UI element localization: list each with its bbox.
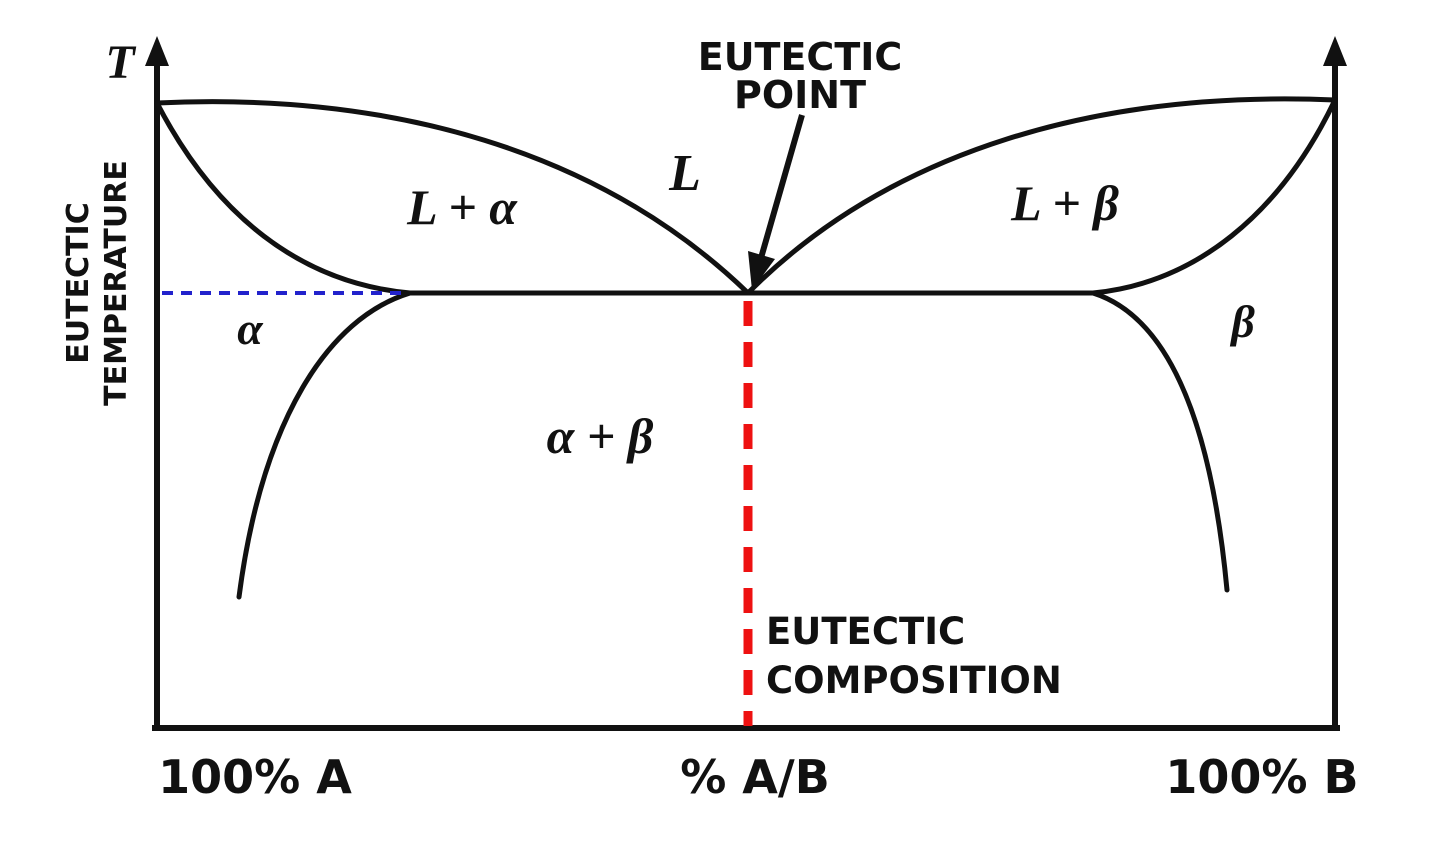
- right-liquidus-curve: [745, 96, 1338, 296]
- eutectic-composition-label-line2: COMPOSITION: [766, 659, 1062, 702]
- right-solidus-curve: [1090, 97, 1338, 296]
- x-axis-label-right: 100% B: [1165, 750, 1358, 804]
- region-label-liquid-alpha: L + α: [406, 179, 518, 235]
- region-label-alpha-beta: α + β: [547, 408, 654, 464]
- eutectic-point-label-line2: POINT: [734, 73, 866, 117]
- x-axis-label-center: % A/B: [680, 750, 830, 804]
- right-solvus-curve: [1090, 290, 1230, 593]
- eutectic-point-arrow: [758, 114, 805, 259]
- region-label-alpha: α: [237, 303, 264, 354]
- x-axis-label-left: 100% A: [158, 750, 352, 804]
- eutectic-temperature-label-line2: TEMPERATURE: [99, 160, 134, 406]
- eutectic-composition-label-line1: EUTECTIC: [766, 610, 965, 653]
- left-solvus-curve: [236, 290, 413, 600]
- temperature-axis-arrow-icon: [145, 36, 169, 66]
- region-label-beta: β: [1229, 296, 1255, 347]
- eutectic-point-arrowhead-icon: [748, 251, 775, 290]
- eutectic-point-label-line1: EUTECTIC: [698, 35, 903, 79]
- region-label-liquid: L: [668, 145, 701, 202]
- left-liquidus-curve: [154, 99, 751, 296]
- temperature-axis-label: T: [105, 36, 136, 89]
- eutectic-temperature-label-line1: EUTECTIC: [61, 202, 96, 363]
- right-axis-arrow-icon: [1323, 36, 1347, 66]
- region-label-liquid-beta: L + β: [1010, 175, 1119, 231]
- left-solidus-curve: [154, 100, 413, 296]
